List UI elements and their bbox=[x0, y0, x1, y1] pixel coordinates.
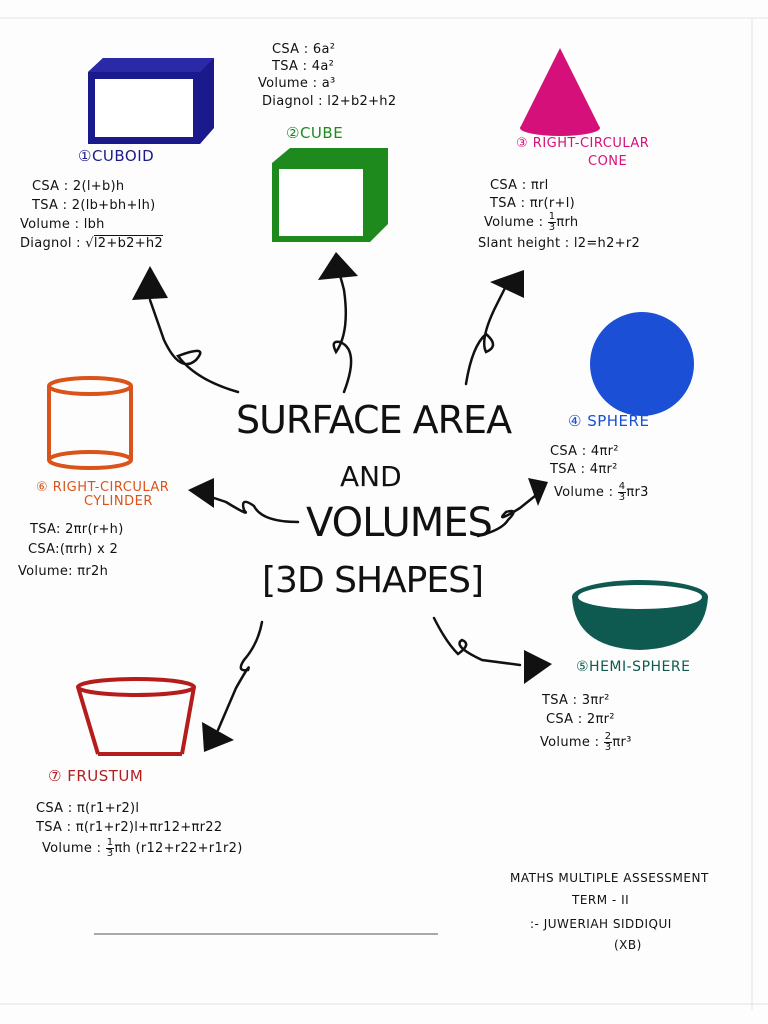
fraction-numerator: 2 bbox=[603, 731, 613, 743]
cone-volume-suffix: πrh bbox=[556, 215, 579, 230]
fraction-numerator: 1 bbox=[105, 837, 115, 849]
fraction-denominator: 3 bbox=[618, 492, 626, 503]
cylinder-label-line2: CYLINDER bbox=[84, 494, 153, 509]
main-title-line2: AND bbox=[340, 460, 402, 493]
arrow-to-hemisphere bbox=[432, 616, 522, 667]
cylinder-tsa: TSA: 2πr(r+h) bbox=[30, 522, 124, 537]
sphere-drawing bbox=[590, 312, 694, 416]
hemisphere-volume-suffix: πr³ bbox=[612, 735, 632, 750]
cuboid-volume: Volume : lbh bbox=[20, 217, 105, 232]
root-icon: √ bbox=[85, 236, 94, 251]
hemisphere-drawing bbox=[572, 580, 708, 650]
fraction-denominator: 3 bbox=[106, 848, 114, 859]
cuboid-diagonal-prefix: Diagnol : bbox=[20, 236, 86, 251]
sphere-volume-suffix: πr3 bbox=[626, 485, 649, 500]
credit-line1: MATHS MULTIPLE ASSESSMENT bbox=[510, 871, 709, 885]
hemisphere-label: ⑤HEMI-SPHERE bbox=[576, 659, 691, 675]
cone-tsa: TSA : πr(r+l) bbox=[490, 196, 576, 211]
cone-csa: CSA : πrl bbox=[490, 178, 549, 193]
cube-volume: Volume : a³ bbox=[258, 76, 336, 91]
fraction-numerator: 4 bbox=[617, 481, 627, 493]
frustum-csa: CSA : π(r1+r2)l bbox=[36, 801, 140, 816]
cuboid-diagonal-root: l2+b2+h2 bbox=[93, 235, 163, 251]
hemisphere-csa: CSA : 2πr² bbox=[546, 712, 615, 727]
hemisphere-volume-prefix: Volume : bbox=[540, 735, 604, 750]
cone-slant: Slant height : l2=h2+r2 bbox=[478, 236, 641, 251]
cuboid-label: ①CUBOID bbox=[78, 147, 155, 165]
cone-label-line2: CONE bbox=[588, 154, 628, 169]
sphere-volume-prefix: Volume : bbox=[554, 485, 618, 500]
cylinder-drawing bbox=[47, 376, 133, 470]
fraction-denominator: 3 bbox=[548, 222, 556, 233]
cube-drawing bbox=[272, 148, 388, 242]
main-title-line1: SURFACE AREA bbox=[236, 398, 512, 442]
cylinder-label-line1: ⑥ RIGHT-CIRCULAR bbox=[36, 480, 170, 495]
cuboid-tsa: TSA : 2(lb+bh+lh) bbox=[32, 198, 156, 213]
credit-line3: :- JUWERIAH SIDDIQUI bbox=[530, 917, 672, 931]
main-title-line3: VOLUMES bbox=[306, 500, 493, 546]
arrow-to-cylinder bbox=[206, 494, 300, 524]
fraction-numerator: 1 bbox=[547, 211, 557, 223]
cone-volume-prefix: Volume : bbox=[484, 215, 548, 230]
arrow-to-cone bbox=[464, 280, 510, 386]
cylinder-volume: Volume: πr2h bbox=[18, 564, 109, 579]
hemisphere-tsa: TSA : 3πr² bbox=[542, 693, 610, 708]
cube-csa: CSA : 6a² bbox=[272, 42, 336, 57]
cylinder-csa: CSA:(πrh) x 2 bbox=[28, 542, 119, 557]
frustum-volume-prefix: Volume : bbox=[42, 841, 106, 856]
cuboid-diagonal: Diagnol : √l2+b2+h2 bbox=[20, 234, 163, 253]
main-title-line4: [3D SHAPES] bbox=[262, 560, 484, 601]
cone-drawing bbox=[520, 48, 600, 136]
cube-diagonal: Diagnol : l2+b2+h2 bbox=[262, 94, 397, 109]
frustum-volume-suffix: πh (r12+r22+r1r2) bbox=[114, 841, 243, 856]
cone-label-line1: ③ RIGHT-CIRCULAR bbox=[516, 136, 650, 151]
arrow-to-cuboid bbox=[148, 298, 240, 394]
arrow-to-cube bbox=[332, 262, 353, 394]
frustum-drawing bbox=[76, 677, 196, 756]
sphere-tsa: TSA : 4πr² bbox=[550, 462, 618, 477]
cuboid-drawing bbox=[88, 58, 214, 144]
credit-line4: (XB) bbox=[614, 938, 642, 952]
credit-line2: TERM - II bbox=[572, 893, 630, 907]
cube-tsa: TSA : 4a² bbox=[272, 59, 335, 74]
arrowhead-cuboid bbox=[132, 266, 168, 300]
cuboid-csa: CSA : 2(l+b)h bbox=[32, 179, 125, 194]
arrow-to-frustum bbox=[216, 620, 264, 732]
arrow-to-sphere bbox=[476, 490, 542, 538]
sphere-label: ④ SPHERE bbox=[568, 412, 650, 430]
cube-label: ②CUBE bbox=[286, 124, 344, 142]
sphere-csa: CSA : 4πr² bbox=[550, 444, 619, 459]
frustum-tsa: TSA : π(r1+r2)l+πr12+πr22 bbox=[36, 820, 223, 835]
frustum-label: ⑦ FRUSTUM bbox=[48, 767, 144, 785]
fraction-denominator: 3 bbox=[604, 742, 612, 753]
